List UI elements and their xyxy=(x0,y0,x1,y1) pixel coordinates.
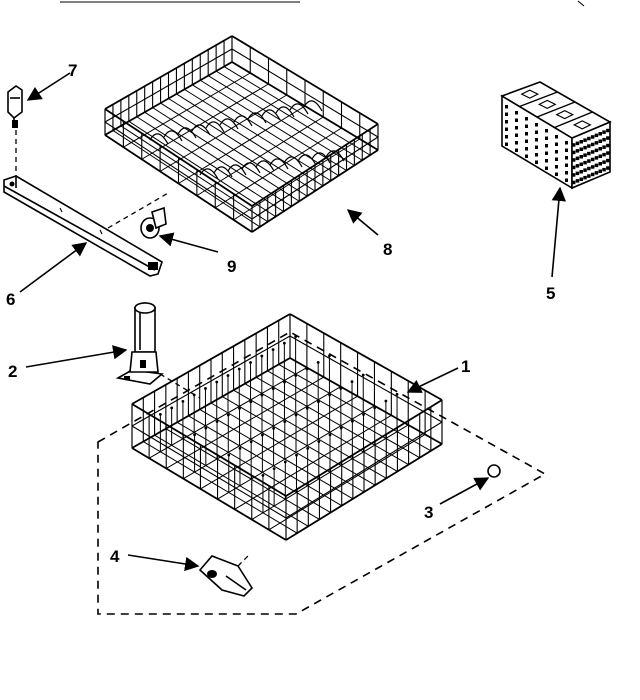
callout-6: 6 xyxy=(6,290,15,309)
part-3-end-cap xyxy=(487,464,501,478)
part-6-rack-rail xyxy=(3,175,163,277)
part-1-lower-rack-assembly xyxy=(97,331,547,615)
part-9-rack-roller xyxy=(107,191,171,239)
callout-1: 1 xyxy=(461,357,470,376)
callout-7: 7 xyxy=(68,61,77,80)
part-2-tine-post xyxy=(115,302,201,399)
part-5-silverware-basket xyxy=(500,81,612,190)
leader-7 xyxy=(26,72,71,101)
leader-5 xyxy=(551,186,567,278)
lower-rack-wire-basket xyxy=(131,313,443,541)
cropped-header-text xyxy=(60,0,585,7)
leader-3 xyxy=(439,477,490,505)
callout-5: 5 xyxy=(546,284,555,303)
part-7-rack-clip xyxy=(7,85,23,178)
leader-8 xyxy=(346,209,379,236)
leader-1 xyxy=(406,367,459,393)
callout-8: 8 xyxy=(383,240,392,259)
leader-6 xyxy=(19,242,88,293)
callout-3: 3 xyxy=(424,503,433,522)
part-8-upper-rack xyxy=(104,35,379,233)
callout-9: 9 xyxy=(227,257,236,276)
part-4-wheel-clip xyxy=(198,555,254,597)
callout-2: 2 xyxy=(8,362,17,381)
leader-9 xyxy=(158,232,219,253)
leader-2 xyxy=(25,345,128,368)
callout-4: 4 xyxy=(110,547,120,566)
leader-4 xyxy=(127,554,200,572)
